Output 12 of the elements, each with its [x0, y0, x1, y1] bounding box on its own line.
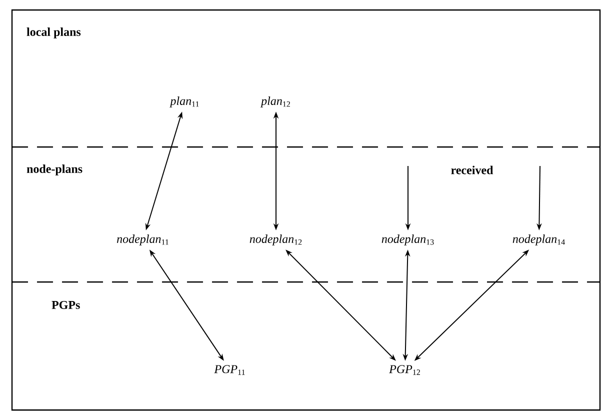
plan-label: plan$_{12}$ [260, 96, 290, 108]
plan-label: nodeplan$_{13}$ [382, 234, 434, 246]
layer-label: PGPs [52, 300, 80, 310]
plan-label: plan$_{11}$ [170, 96, 199, 108]
plan-label: PGP$_{11}$ [214, 365, 245, 375]
layer-label: local plans [26, 28, 81, 38]
edge-note: received [451, 166, 494, 174]
plan-label: nodeplan$_{12}$ [250, 234, 302, 246]
layer-label: node-plans [26, 164, 82, 176]
plan-label: nodeplan$_{14}$ [512, 234, 565, 246]
plan-label: nodeplan$_{11}$ [117, 234, 168, 246]
plan-label: PGP$_{12}$ [389, 365, 420, 375]
